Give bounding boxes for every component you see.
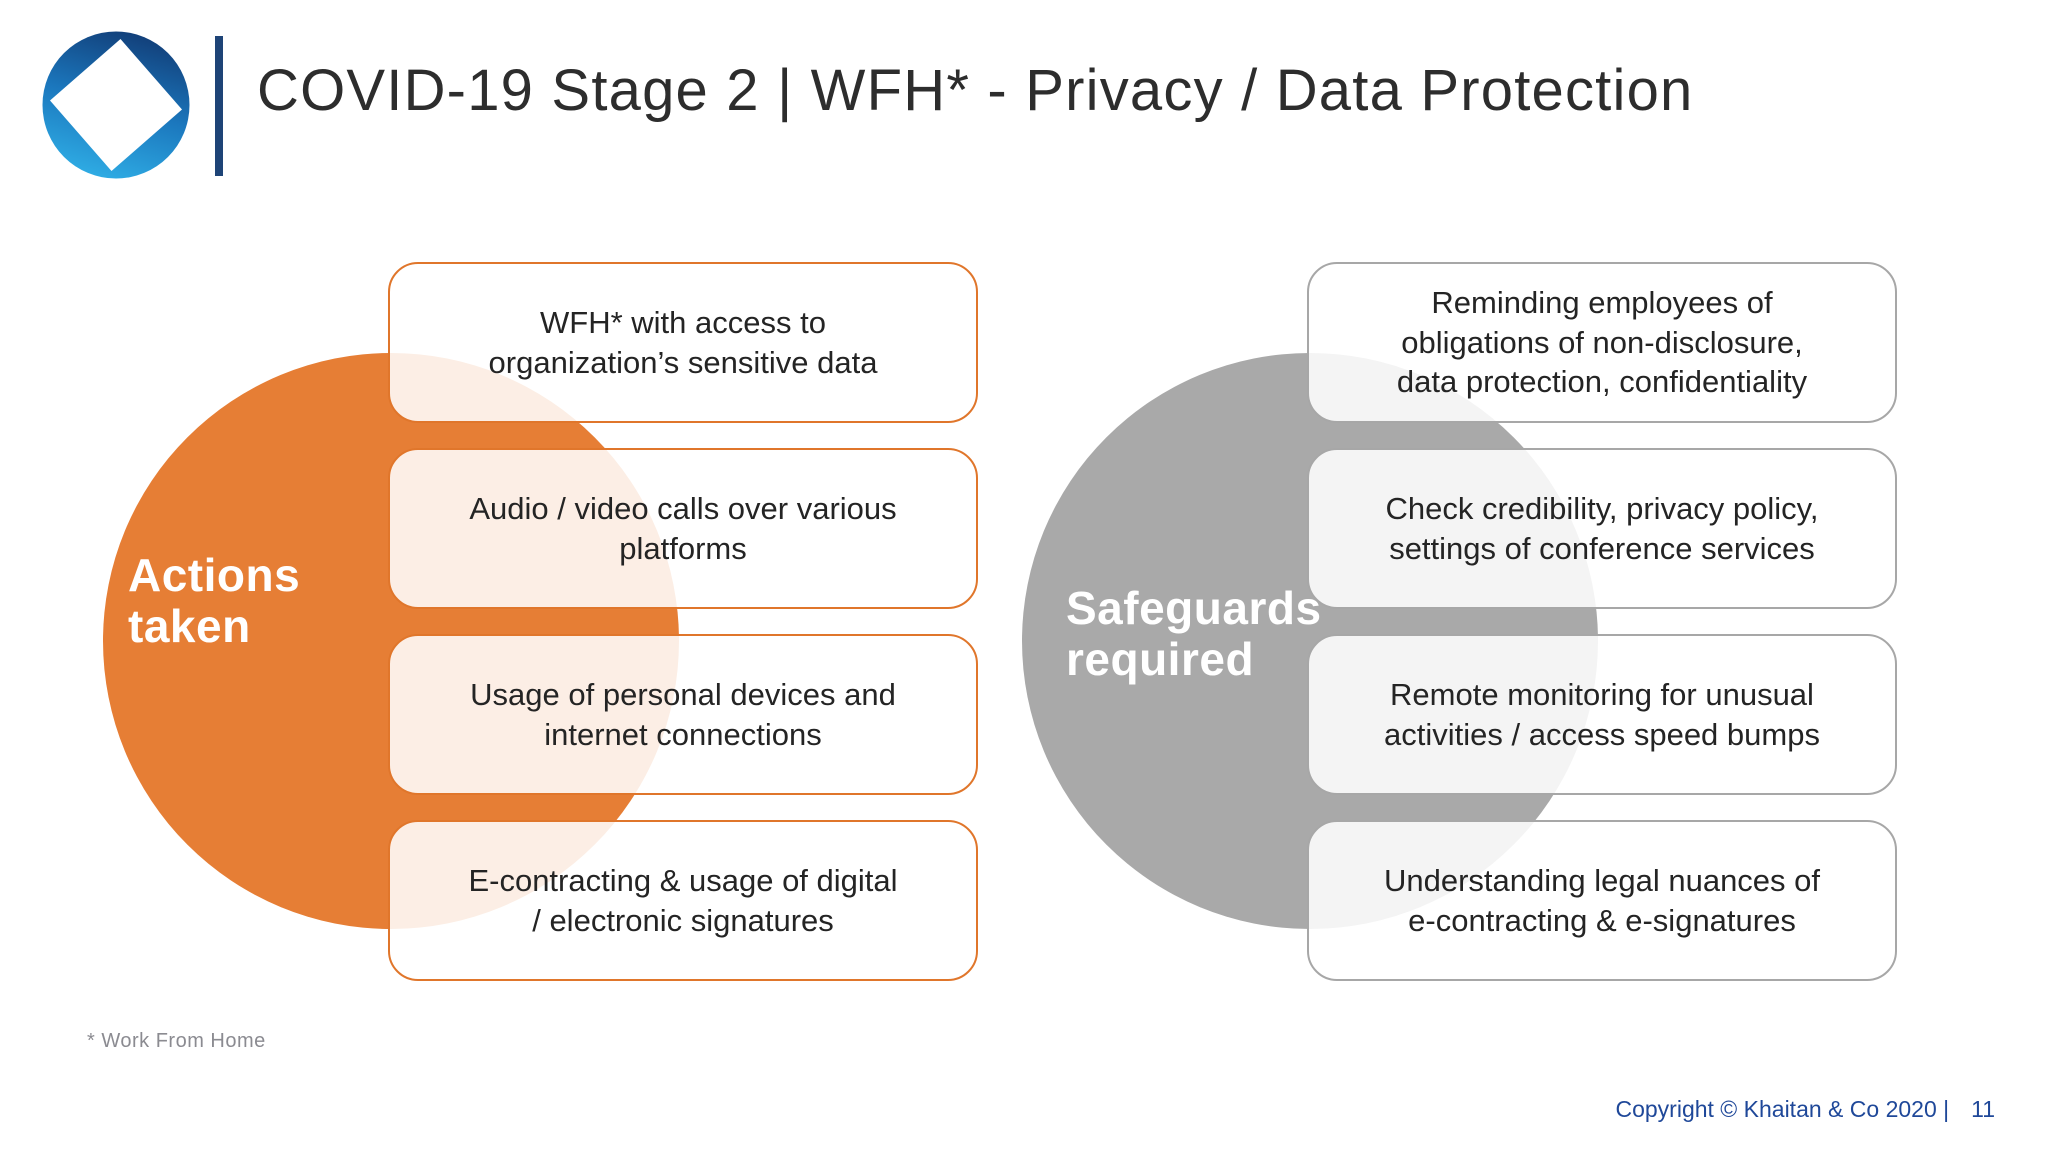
- page-number: 11: [1971, 1096, 1995, 1122]
- footer: Copyright © Khaitan & Co 2020 | 11: [1615, 1096, 1995, 1123]
- logo-divider: [215, 36, 223, 176]
- footnote: * Work From Home: [87, 1030, 266, 1052]
- safeguard-box-3: Remote monitoring for unusual activities…: [1307, 634, 1897, 795]
- copyright-text: Copyright © Khaitan & Co 2020 |: [1615, 1096, 1950, 1122]
- khaitan-co-logo-icon: [42, 31, 190, 179]
- action-box-3: Usage of personal devices and internet c…: [388, 634, 978, 795]
- slide-title: COVID-19 Stage 2 | WFH* - Privacy / Data…: [257, 58, 1694, 123]
- safeguard-box-1: Reminding employees of obligations of no…: [1307, 262, 1897, 423]
- safeguard-box-4: Understanding legal nuances of e-contrac…: [1307, 820, 1897, 981]
- action-box-1: WFH* with access to organization’s sensi…: [388, 262, 978, 423]
- action-box-2: Audio / video calls over various platfor…: [388, 448, 978, 609]
- safeguard-box-2: Check credibility, privacy policy, setti…: [1307, 448, 1897, 609]
- actions-taken-label: Actions taken: [128, 549, 301, 652]
- action-box-4: E-contracting & usage of digital / elect…: [388, 820, 978, 981]
- safeguards-required-label: Safeguards required: [1066, 582, 1322, 685]
